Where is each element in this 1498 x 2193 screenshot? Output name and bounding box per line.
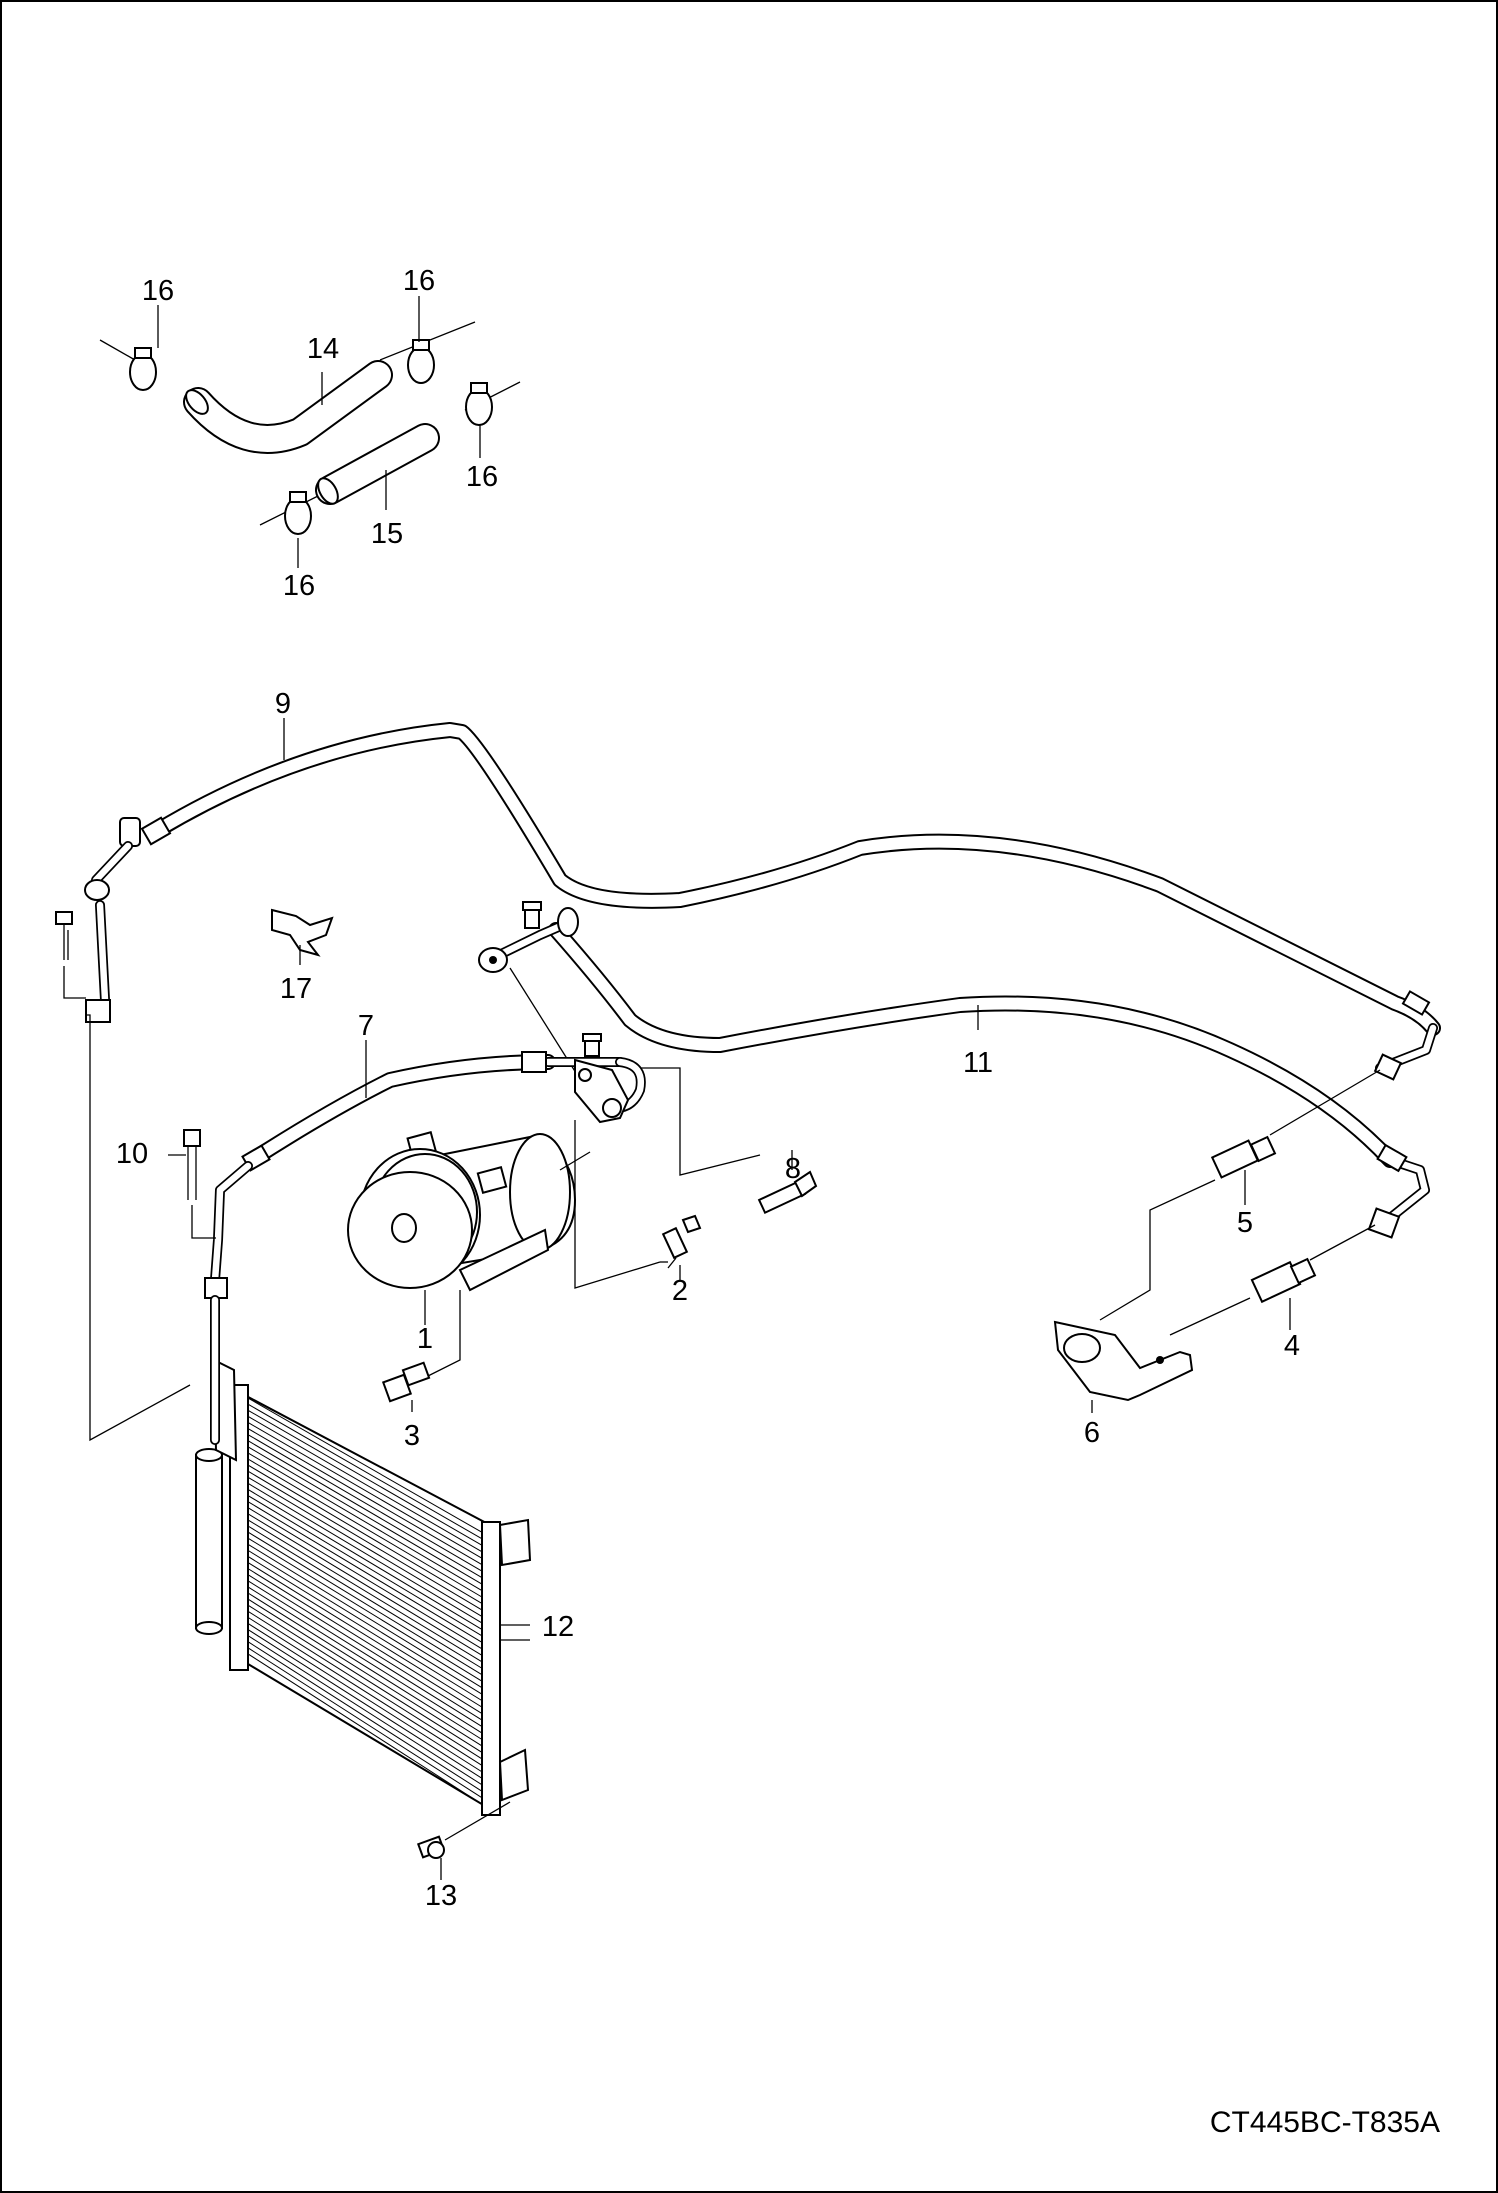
condenser-fin — [247, 1574, 485, 1722]
condenser-fin — [247, 1598, 485, 1748]
bolt-8 — [757, 1170, 818, 1214]
callout-15: 15 — [371, 518, 403, 550]
condenser-fin — [247, 1568, 485, 1716]
condenser-fin — [247, 1543, 485, 1690]
condenser-fin — [247, 1409, 485, 1547]
hose-15 — [259, 381, 521, 526]
condenser-fin — [247, 1397, 485, 1534]
condenser-fin — [247, 1501, 485, 1645]
hose-clamp-16c — [465, 382, 493, 426]
callout-3: 3 — [404, 1420, 420, 1452]
condenser-fin — [247, 1403, 485, 1541]
condenser-fin — [247, 1482, 485, 1625]
callout-8: 8 — [785, 1153, 801, 1185]
callout-13: 13 — [425, 1880, 457, 1912]
bolt-2 — [660, 1214, 702, 1269]
hose-clamp-16d — [284, 491, 312, 535]
leader-lines — [157, 296, 1291, 1880]
condenser-fin — [247, 1629, 485, 1781]
callout-4: 4 — [1284, 1330, 1300, 1362]
switch-4 — [1169, 1224, 1376, 1336]
condenser-fin — [247, 1476, 485, 1619]
callout-6: 6 — [1084, 1417, 1100, 1449]
drawing-code: CT445BC-T835A — [1210, 2106, 1440, 2139]
bracket-6 — [1053, 1320, 1194, 1402]
callout-16a: 16 — [142, 275, 174, 307]
callout-7: 7 — [358, 1010, 374, 1042]
condenser-fin — [247, 1495, 485, 1638]
callout-16b: 16 — [403, 265, 435, 297]
condenser-fin — [247, 1580, 485, 1729]
condenser-fin — [247, 1635, 485, 1787]
callout-9: 9 — [275, 688, 291, 720]
switch-5 — [1099, 1069, 1381, 1321]
condenser-fin — [247, 1531, 485, 1677]
condenser-fin — [247, 1519, 485, 1664]
hose-11 — [478, 901, 1430, 1239]
condenser-fin — [247, 1507, 485, 1651]
hose-clamp-16a — [129, 347, 157, 391]
condenser-fin — [247, 1422, 485, 1560]
condenser-fin — [247, 1586, 485, 1735]
compressor-1 — [347, 1131, 591, 1292]
callout-12: 12 — [542, 1611, 574, 1643]
hose-clamp-16b — [407, 339, 435, 384]
condenser-fin — [247, 1641, 485, 1793]
bolt-13 — [416, 1801, 511, 1859]
condenser-fin — [247, 1458, 485, 1599]
condenser-fin — [247, 1604, 485, 1755]
hose-7 — [204, 1033, 761, 1299]
condenser-12 — [195, 1295, 532, 1816]
condenser-fin — [247, 1653, 485, 1806]
callout-11: 11 — [963, 1047, 993, 1079]
callout-1: 1 — [417, 1323, 433, 1355]
condenser-fin — [247, 1489, 485, 1632]
bolt-3 — [381, 1290, 461, 1403]
condenser-fin — [247, 1525, 485, 1670]
condenser-fin — [247, 1428, 485, 1567]
condenser-fin — [247, 1647, 485, 1800]
condenser-fin — [247, 1415, 485, 1554]
condenser-fin — [247, 1616, 485, 1768]
condenser-fin — [247, 1452, 485, 1593]
callout-16c: 16 — [466, 461, 498, 493]
hose-14 — [99, 321, 476, 454]
condenser-fin — [247, 1610, 485, 1761]
callout-17: 17 — [280, 973, 312, 1005]
condenser-fin — [247, 1446, 485, 1586]
callout-16d: 16 — [283, 570, 315, 602]
condenser-fin — [247, 1434, 485, 1573]
clip-17 — [271, 908, 334, 957]
condenser-fin — [247, 1537, 485, 1683]
callout-2: 2 — [672, 1275, 688, 1307]
condenser-fin — [247, 1513, 485, 1657]
condenser-fin — [247, 1623, 485, 1774]
callout-10: 10 — [116, 1138, 148, 1170]
callout-5: 5 — [1237, 1207, 1253, 1239]
condenser-fin — [247, 1592, 485, 1742]
condenser-fin — [247, 1440, 485, 1580]
condenser-fin — [247, 1549, 485, 1696]
condenser-fin — [247, 1556, 485, 1703]
condenser-fin — [247, 1464, 485, 1606]
callout-14: 14 — [307, 333, 339, 365]
bolt-10 — [183, 1129, 216, 1239]
hose-9 — [55, 722, 1441, 1442]
condenser-fin — [247, 1562, 485, 1709]
condenser-fin — [247, 1470, 485, 1612]
